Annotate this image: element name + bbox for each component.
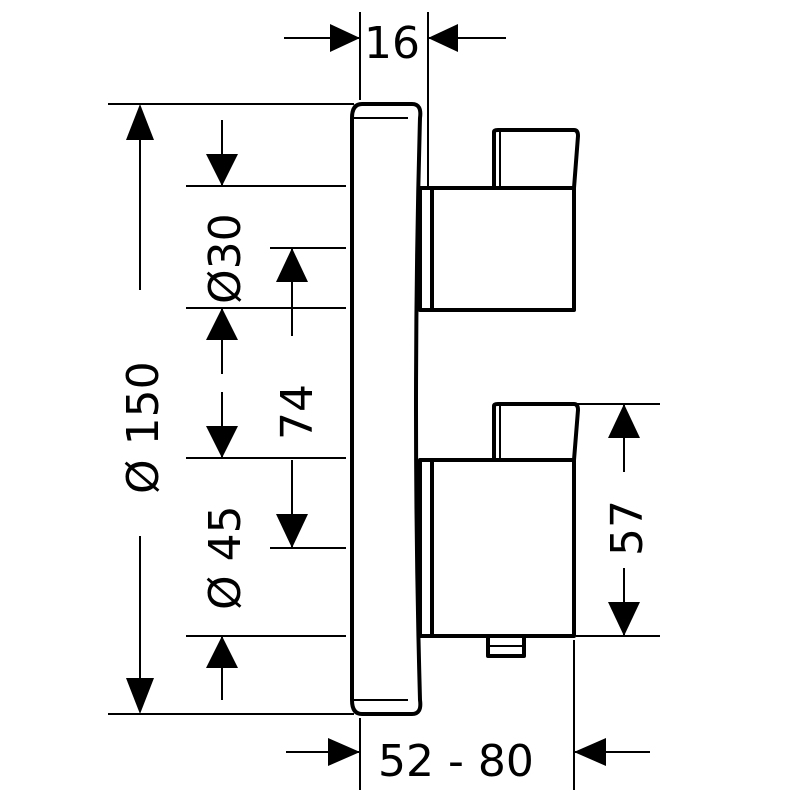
extension-lines [108,12,660,790]
product-outline [350,102,580,716]
cover-plate-inner-edge [352,117,408,701]
dimension-lower-diameter: Ø 45 [200,392,251,700]
top-width-label: 16 [364,18,420,69]
upper-diameter-label: Ø30 [200,213,251,304]
upper-handle-body [430,186,576,312]
cover-plate [350,102,423,716]
upper-handle-lever [492,128,580,189]
lower-handle-lever [492,402,580,461]
overall-diameter-label: Ø 150 [118,361,169,494]
lower-height-label: 57 [602,500,653,556]
dimension-bottom-width: 52 - 80 [286,736,650,787]
dimension-upper-diameter: Ø30 [200,120,251,374]
dimension-top-width: 16 [284,18,506,69]
dimension-lower-height: 57 [602,404,653,636]
lower-handle-body [430,458,576,638]
dimension-center-distance: 74 [272,248,323,548]
center-distance-label: 74 [272,384,323,440]
lower-diameter-label: Ø 45 [200,505,251,610]
dimension-overall-diameter: Ø 150 [118,104,169,714]
bottom-width-label: 52 - 80 [378,736,534,787]
